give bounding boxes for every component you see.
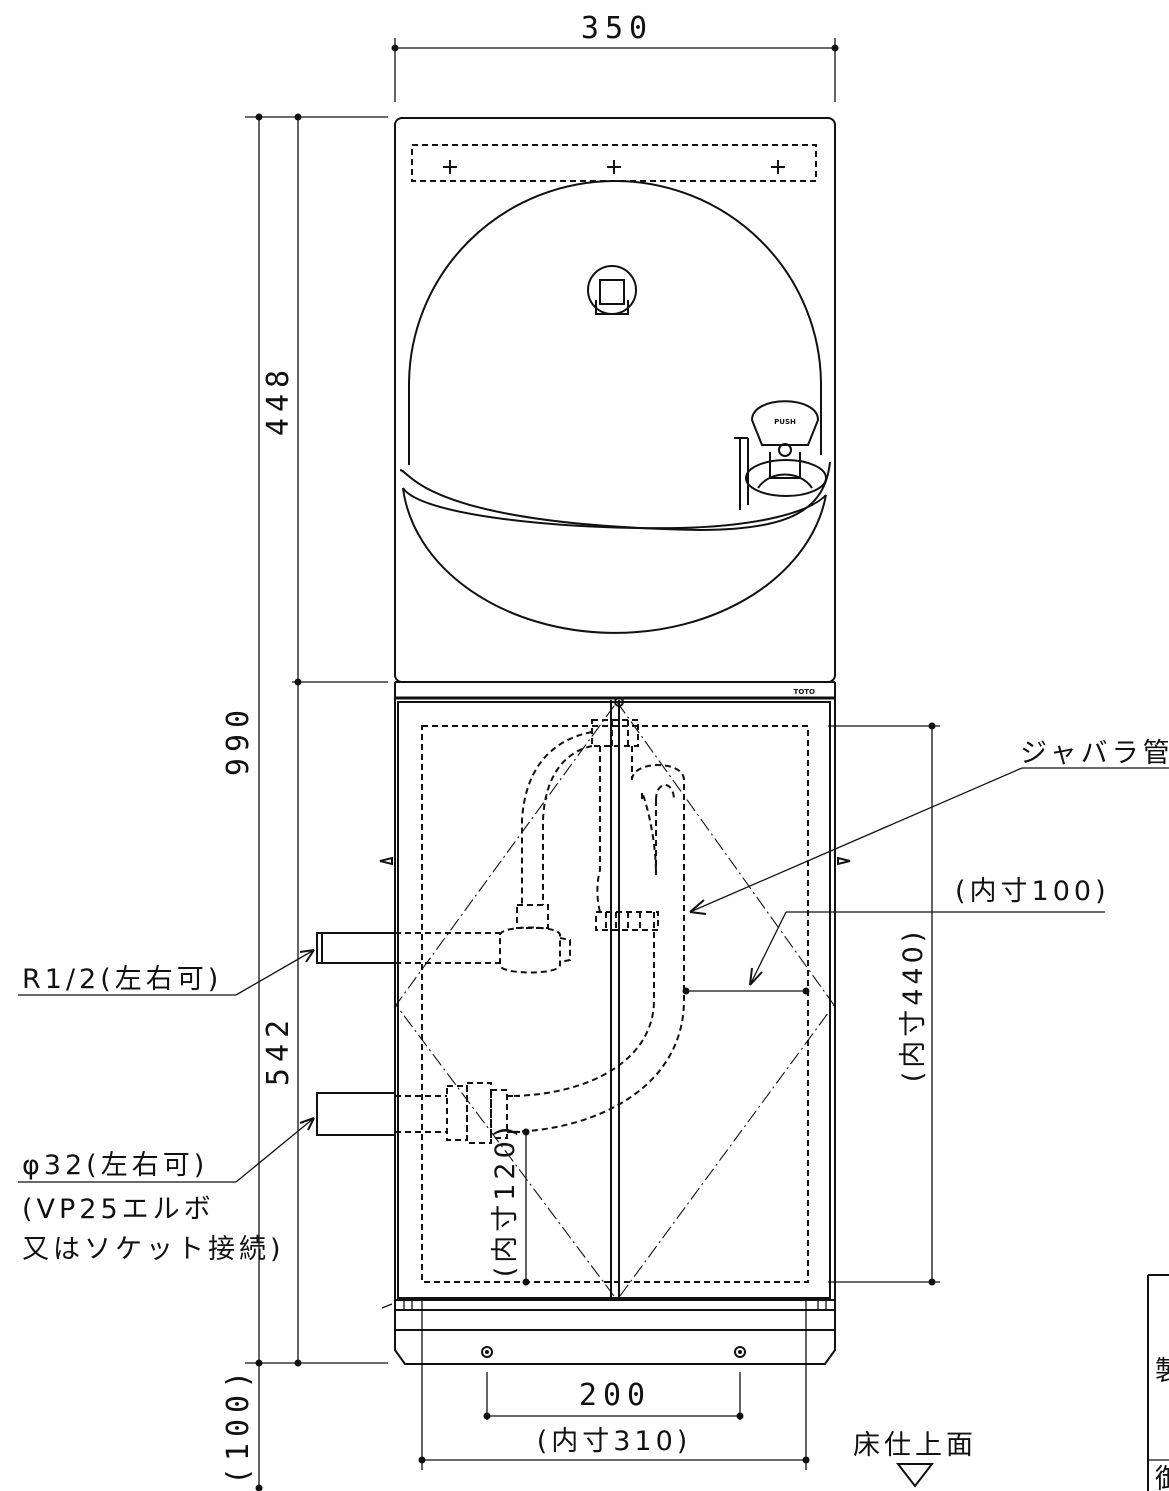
dim-top-width-label: 350: [581, 11, 653, 46]
dim-bolt-pitch: 200: [483, 1372, 744, 1420]
dim-base-height-label: (100): [221, 1365, 256, 1485]
supply-label: R1/2(左右可): [22, 964, 222, 995]
dim-inner-310: (内寸310): [418, 1300, 810, 1470]
dim-inner-310-label: (内寸310): [537, 1426, 692, 1457]
drain-note-line-1: (VP25エルボ: [22, 1194, 215, 1225]
lower-cabinet: TOTO: [379, 681, 851, 1365]
drain-pipe-stub: φ32(左右可) (VP25エルボ 又はソケット接続): [18, 1092, 396, 1265]
jabara-label: ジャバラ管: [1020, 738, 1169, 769]
dim-inner-100: (内寸100): [682, 876, 1110, 995]
dim-inner-440: (内寸440): [828, 722, 940, 1286]
jabara-leader: ジャバラ管: [689, 738, 1169, 915]
mounting-screws: [443, 160, 785, 174]
dim-inner-120: (内寸120): [490, 1123, 530, 1286]
title-block-char-1: 製: [1155, 1356, 1169, 1387]
bubbler-nozzle: [587, 265, 637, 315]
dim-lower-height-label: 542: [261, 1014, 296, 1086]
supply-pipe-stub: R1/2(左右可): [18, 932, 396, 996]
dim-inner-120-label: (内寸120): [490, 1123, 521, 1278]
dim-inner-100-label: (内寸100): [955, 876, 1110, 907]
floor-level-mark: 床仕上面: [853, 1430, 977, 1488]
dim-inner-440-label: (内寸440): [898, 928, 929, 1083]
brand-mark: TOTO: [794, 688, 816, 696]
push-button: PUSH: [734, 400, 827, 510]
upper-body: PUSH: [394, 117, 836, 683]
hidden-piping: [395, 719, 685, 1144]
dim-top-width: 350: [391, 11, 839, 102]
drain-note-line-2: 又はソケット接続): [22, 1234, 285, 1265]
dim-left-verticals: 448 990 542 (100): [221, 113, 388, 1491]
title-block-char-2: 御: [1155, 1464, 1169, 1491]
drain-label: φ32(左右可): [22, 1150, 208, 1181]
dim-bolt-pitch-label: 200: [579, 1378, 651, 1413]
push-label: PUSH: [774, 418, 796, 426]
title-block: 製 御: [1147, 1274, 1169, 1491]
dim-total-height-label: 990: [221, 704, 256, 776]
dim-upper-height-label: 448: [261, 364, 296, 436]
floor-label: 床仕上面: [853, 1430, 977, 1461]
